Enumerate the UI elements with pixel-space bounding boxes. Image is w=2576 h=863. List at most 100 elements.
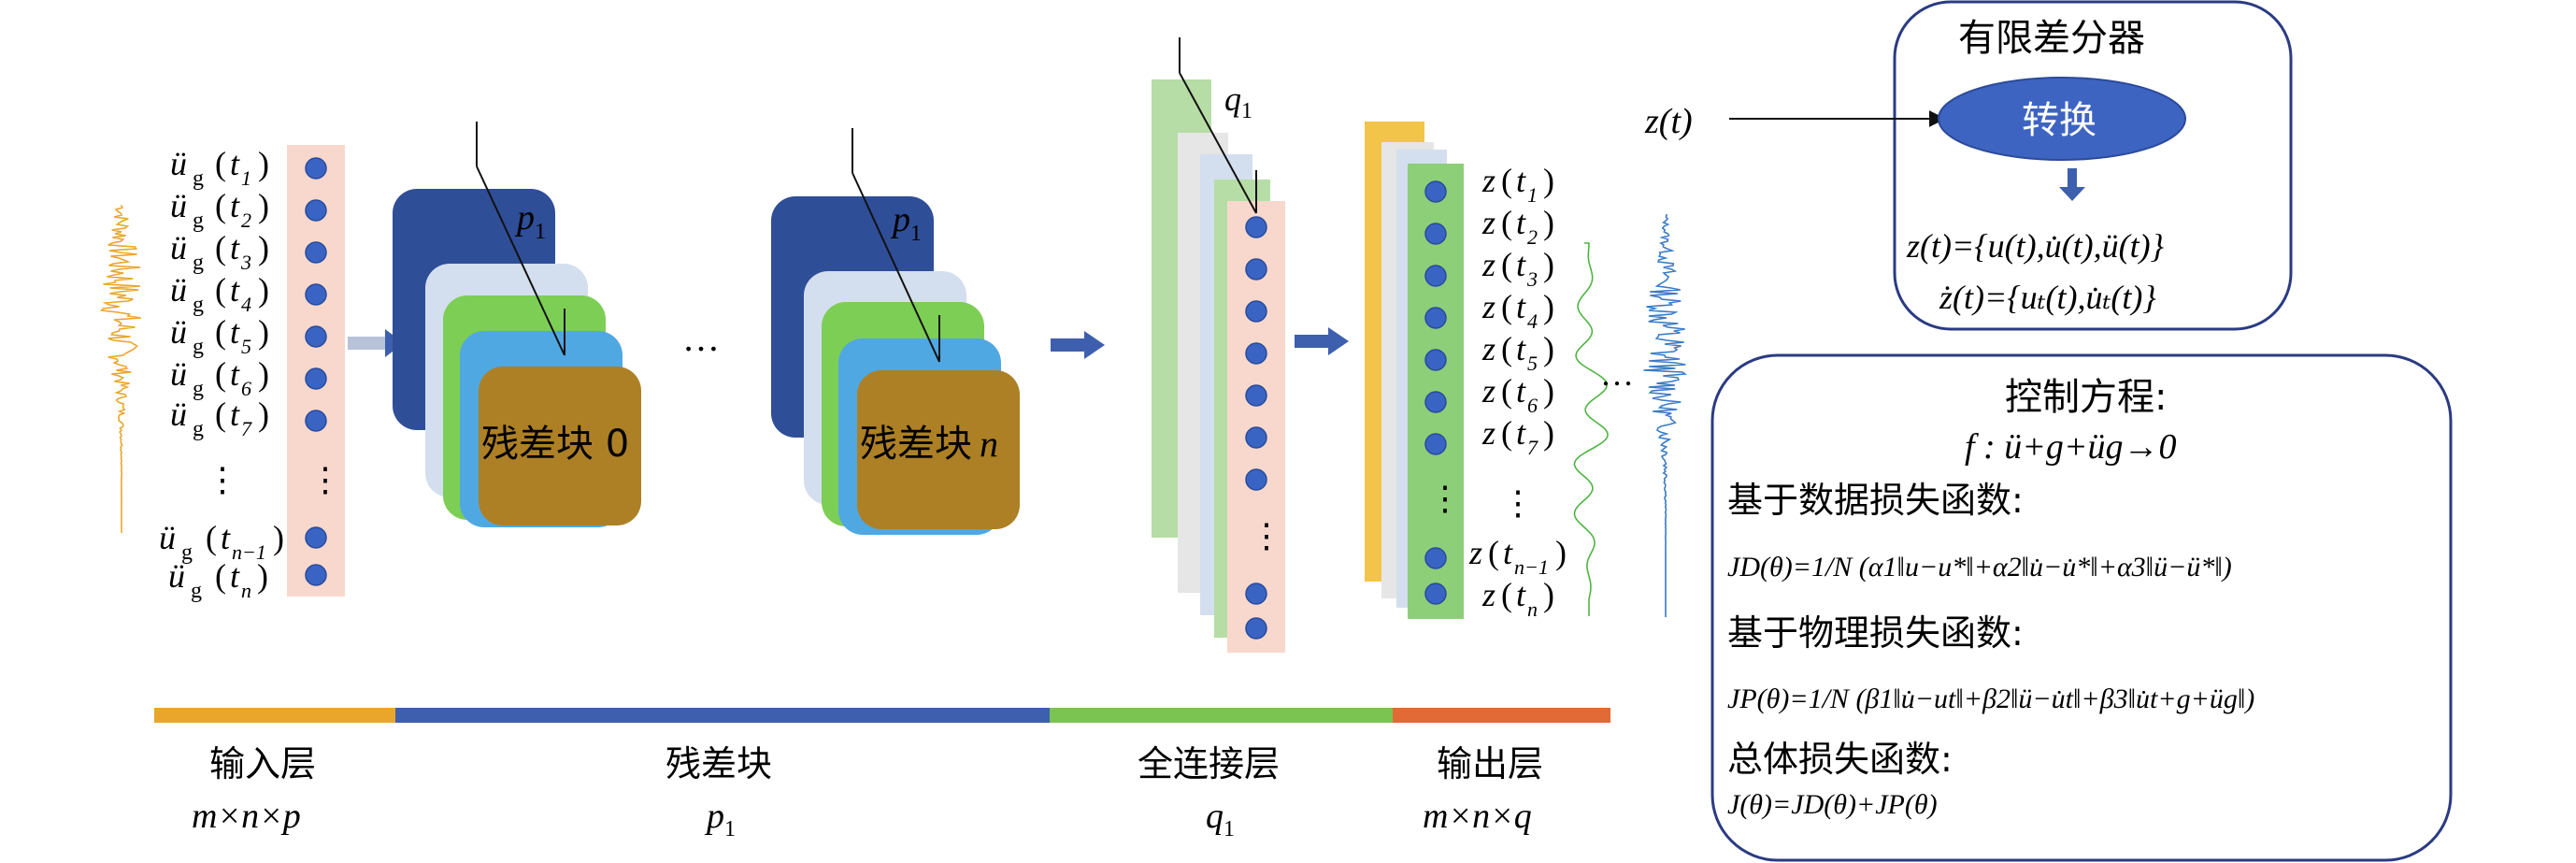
svg-text:(: (: [215, 229, 226, 266]
neuron-node: [1245, 216, 1267, 238]
svg-text:6: 6: [241, 377, 251, 400]
waveform-trace: [1573, 242, 1609, 616]
neuron-node: [1424, 583, 1447, 605]
neuron-node: [305, 526, 327, 549]
input-column-dots: ⋮: [308, 461, 342, 498]
svg-text:(: (: [215, 557, 226, 595]
svg-text:t: t: [1516, 330, 1526, 367]
svg-text:(: (: [1501, 414, 1512, 452]
fd-eq1: z(t)={u(t),u̇(t),ü(t)}: [1906, 227, 2165, 265]
arrow-fc-to-output: [1295, 327, 1349, 355]
control-f-eq: f : ü+g+üg→0: [1965, 427, 2177, 467]
svg-text:g: g: [191, 579, 202, 603]
svg-text:): ): [257, 557, 268, 595]
svg-text:ü: ü: [170, 187, 187, 224]
svg-text:t: t: [1516, 372, 1526, 410]
svg-text:z: z: [1468, 534, 1482, 571]
svg-text:t: t: [230, 313, 240, 351]
output-acceleration-waveform: [1643, 214, 1688, 617]
svg-text:z: z: [1481, 204, 1496, 241]
svg-text:ü: ü: [170, 355, 187, 393]
phys-loss-eq: JP(θ)=1/N (β1‖u̇−ut‖+β2‖ü−u̇t‖+β3‖u̇t+g+…: [1727, 683, 2254, 714]
output-ellipsis: …: [1600, 355, 1634, 393]
svg-text:n−1: n−1: [1514, 555, 1549, 579]
neuron-node: [1245, 583, 1267, 605]
bar-residual-sub: p1: [704, 797, 736, 841]
svg-text:g: g: [193, 293, 204, 317]
neuron-node: [1424, 265, 1447, 287]
svg-text:(: (: [1501, 204, 1512, 241]
neuron-node: [1424, 433, 1447, 455]
svg-text:t: t: [230, 557, 240, 595]
bar-residual-title: 残差块: [665, 743, 772, 784]
residual-block-0: p1 残差块 0: [393, 122, 641, 527]
fc-q1: q1: [1224, 80, 1252, 123]
svg-text:): ): [1543, 576, 1554, 613]
neuron-node: [1245, 384, 1267, 407]
output-column-dots: ⋮: [1428, 480, 1462, 517]
svg-text:g: g: [193, 377, 204, 401]
svg-text:): ): [1543, 414, 1554, 452]
residual-block-n-p1: p1: [890, 200, 922, 246]
fd-title: 有限差分器: [1958, 17, 2145, 60]
svg-text:z: z: [1481, 576, 1496, 613]
waveform-trace: [1643, 214, 1688, 617]
neuron-node: [1424, 349, 1447, 371]
svg-text:1: 1: [1527, 183, 1538, 207]
output-label-tn1: z ( t n−1 ): [1468, 534, 1567, 579]
svg-text:): ): [1543, 204, 1554, 241]
svg-text:(: (: [1501, 288, 1512, 325]
neuron-node: [1245, 300, 1267, 323]
svg-text:(: (: [215, 271, 226, 309]
svg-text:(: (: [1501, 372, 1512, 410]
svg-text:z: z: [1481, 330, 1496, 367]
svg-text:t: t: [230, 187, 240, 224]
neuron-node: [1245, 426, 1267, 449]
svg-text:t: t: [1516, 246, 1526, 283]
control-title: 控制方程:: [2005, 376, 2167, 419]
neuron-node: [1245, 342, 1267, 365]
bar-residual: [395, 708, 1050, 723]
neuron-node: [1424, 391, 1447, 413]
svg-text:ü: ü: [170, 145, 187, 182]
svg-text:(: (: [215, 396, 226, 433]
svg-text:t: t: [230, 145, 240, 182]
svg-text:n−1: n−1: [232, 540, 266, 564]
svg-text:t: t: [1516, 162, 1526, 199]
svg-text:t: t: [221, 519, 231, 556]
svg-text:ü: ü: [170, 396, 187, 433]
svg-text:t: t: [1516, 576, 1526, 613]
total-loss-eq: J(θ)=JD(θ)+JP(θ): [1727, 789, 1938, 820]
output-nodes: [1424, 180, 1447, 605]
bar-labels: 输入层 m×n×p 残差块 p1 全连接层 q1 输出层 m×n×q: [192, 743, 1543, 841]
svg-text:t: t: [1516, 288, 1526, 325]
bar-input: [154, 708, 395, 723]
svg-text:t: t: [230, 229, 240, 266]
neuron-node: [1245, 468, 1267, 491]
svg-text:g: g: [193, 166, 204, 191]
neuron-node: [1424, 223, 1447, 245]
fc-dots: ⋮: [1250, 517, 1283, 554]
bar-input-sub: m×n×p: [192, 797, 301, 836]
residual-block-0-p1: p1: [514, 198, 546, 244]
neuron-node: [305, 241, 327, 264]
svg-text:4: 4: [241, 293, 251, 316]
input-label-tn1: ü g ( t n−1 ): [159, 519, 284, 565]
layer-bar: [154, 708, 1610, 723]
svg-text:(: (: [215, 187, 226, 224]
loss-function-panel: 控制方程: f : ü+g+üg→0 基于数据损失函数: JD(θ)=1/N (…: [1710, 353, 2453, 862]
svg-text:t: t: [230, 396, 240, 433]
output-layer: ⋮: [1365, 122, 1464, 619]
